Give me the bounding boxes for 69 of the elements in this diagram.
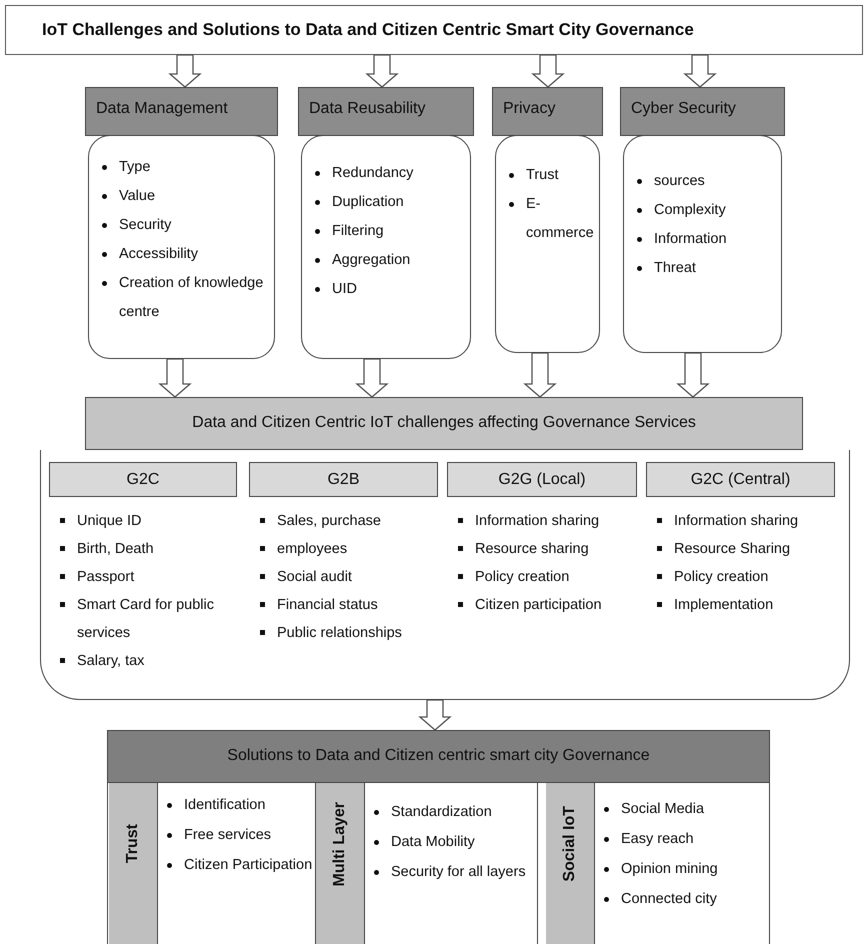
list-item: employees <box>277 535 438 563</box>
block-arrow <box>523 352 557 398</box>
list-item: Standardization <box>391 797 537 827</box>
list-item: Resource Sharing <box>674 535 835 563</box>
list-item: Free services <box>184 820 315 850</box>
header-bar: G2C <box>49 462 237 497</box>
list-item: Social audit <box>277 563 438 591</box>
list-item: Passport <box>77 563 237 591</box>
list-item: Complexity <box>654 196 781 225</box>
list-item: Sales, purchase <box>277 507 438 535</box>
list-item: Trust <box>526 161 599 190</box>
header-bar: Data Reusability <box>298 87 474 136</box>
list-item: Information sharing <box>475 507 637 535</box>
list-item: Citizen participation <box>475 591 637 619</box>
block-arrow <box>355 358 389 398</box>
header-bar: Cyber Security <box>620 87 785 136</box>
block-arrow <box>365 54 399 88</box>
block-arrow <box>676 352 710 398</box>
list-item: sources <box>654 167 781 196</box>
list-item: Security for all layers <box>391 857 537 887</box>
block-arrow <box>158 358 192 398</box>
list-item: Policy creation <box>475 563 637 591</box>
title-box: IoT Challenges and Solutions to Data and Citizen Centric Smart City Governance <box>5 5 863 55</box>
list-item: Redundancy <box>332 159 470 188</box>
list-item: Value <box>119 182 274 211</box>
list-item: Information <box>654 225 781 254</box>
list-item: Connected city <box>621 884 769 914</box>
block-arrow <box>418 699 452 731</box>
rounded-container <box>40 450 850 700</box>
list-item: Identification <box>184 790 315 820</box>
list-item: Threat <box>654 254 781 283</box>
solutions-panel <box>107 730 770 944</box>
list-item: E-commerce <box>526 190 599 248</box>
list-item: Type <box>119 153 274 182</box>
list-item: Data Mobility <box>391 827 537 857</box>
list-item: Financial status <box>277 591 438 619</box>
side-label: Trust <box>124 824 142 864</box>
list-item: Creation of knowledge centre <box>119 269 274 327</box>
list-item: UID <box>332 275 470 304</box>
list-item: Policy creation <box>674 563 835 591</box>
side-label: Multi Layer <box>331 802 349 886</box>
list-item: Filtering <box>332 217 470 246</box>
list-item: Opinion mining <box>621 854 769 884</box>
list-item: Information sharing <box>674 507 835 535</box>
header-bar: G2G (Local) <box>447 462 637 497</box>
header-bar: Data Management <box>85 87 278 136</box>
list-item: Accessibility <box>119 240 274 269</box>
list-item: Public relationships <box>277 619 438 647</box>
block-arrow <box>168 54 202 88</box>
block-arrow <box>683 54 717 88</box>
list-item: Implementation <box>674 591 835 619</box>
heading-band: Solutions to Data and Citizen centric smart city Governance <box>108 731 769 783</box>
list-item: Aggregation <box>332 246 470 275</box>
list-item: Unique ID <box>77 507 237 535</box>
list-item: Duplication <box>332 188 470 217</box>
heading-band: Data and Citizen Centric IoT challenges affecting Governance Services <box>85 397 803 450</box>
header-bar: G2B <box>249 462 438 497</box>
list-item: Security <box>119 211 274 240</box>
list-item: Birth, Death <box>77 535 237 563</box>
header-bar: Privacy <box>492 87 603 136</box>
block-arrow <box>531 54 565 88</box>
list-item: Salary, tax <box>77 647 237 675</box>
list-item: Citizen Participation <box>184 850 315 880</box>
list-item: Easy reach <box>621 824 769 854</box>
list-item: Smart Card for public services <box>77 591 237 647</box>
side-label: Social IoT <box>561 806 579 882</box>
list-item: Social Media <box>621 794 769 824</box>
list-item: Resource sharing <box>475 535 637 563</box>
header-bar: G2C (Central) <box>646 462 835 497</box>
